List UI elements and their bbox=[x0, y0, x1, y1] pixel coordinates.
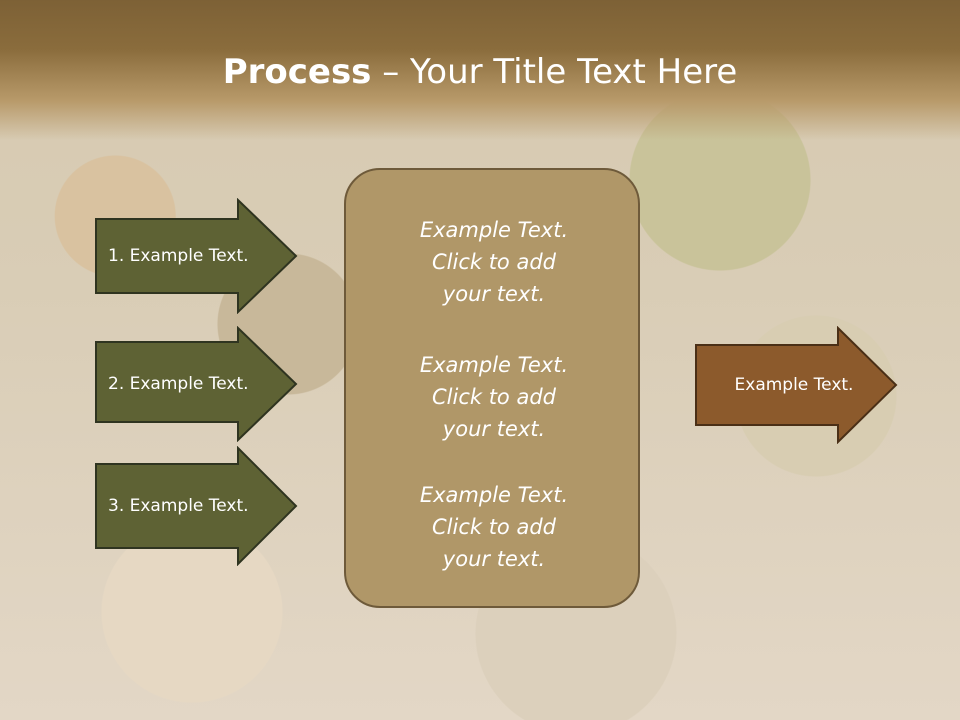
arrow-shape-1 bbox=[95, 198, 298, 314]
center-line: your text. bbox=[442, 547, 546, 571]
center-line: Click to add bbox=[431, 515, 556, 539]
center-line: Click to add bbox=[431, 385, 556, 409]
center-line: Click to add bbox=[431, 250, 556, 274]
step-label-3: 3. Example Text. bbox=[108, 496, 249, 516]
title-bold: Process bbox=[222, 52, 372, 92]
result-label: Example Text. bbox=[734, 375, 854, 395]
arrow-shape-3 bbox=[95, 446, 298, 566]
title-band bbox=[0, 0, 960, 140]
step-arrow-3[interactable]: 3. Example Text. bbox=[94, 446, 300, 566]
center-line: Example Text. bbox=[419, 218, 569, 242]
step-arrow-1[interactable]: 1. Example Text. bbox=[94, 198, 300, 314]
step-label-2: 2. Example Text. bbox=[108, 374, 249, 394]
result-arrow-shape bbox=[695, 326, 898, 444]
center-line: Example Text. bbox=[419, 483, 569, 507]
result-arrow[interactable]: Example Text. bbox=[694, 326, 900, 444]
step-arrow-2[interactable]: 2. Example Text. bbox=[94, 326, 300, 442]
center-line: your text. bbox=[442, 282, 546, 306]
arrow-shape-2 bbox=[95, 326, 298, 442]
slide-title[interactable]: Process – Your Title Text Here bbox=[0, 52, 960, 92]
center-paragraph-2: Example Text. Click to add your text. bbox=[346, 349, 642, 445]
center-paragraph-3: Example Text. Click to add your text. bbox=[346, 479, 642, 575]
center-line: your text. bbox=[442, 417, 546, 441]
step-label-1: 1. Example Text. bbox=[108, 246, 249, 266]
center-line: Example Text. bbox=[419, 353, 569, 377]
center-text-box[interactable]: Example Text. Click to add your text. Ex… bbox=[344, 168, 640, 608]
center-paragraph-1: Example Text. Click to add your text. bbox=[346, 214, 642, 310]
title-rest: – Your Title Text Here bbox=[371, 52, 738, 92]
